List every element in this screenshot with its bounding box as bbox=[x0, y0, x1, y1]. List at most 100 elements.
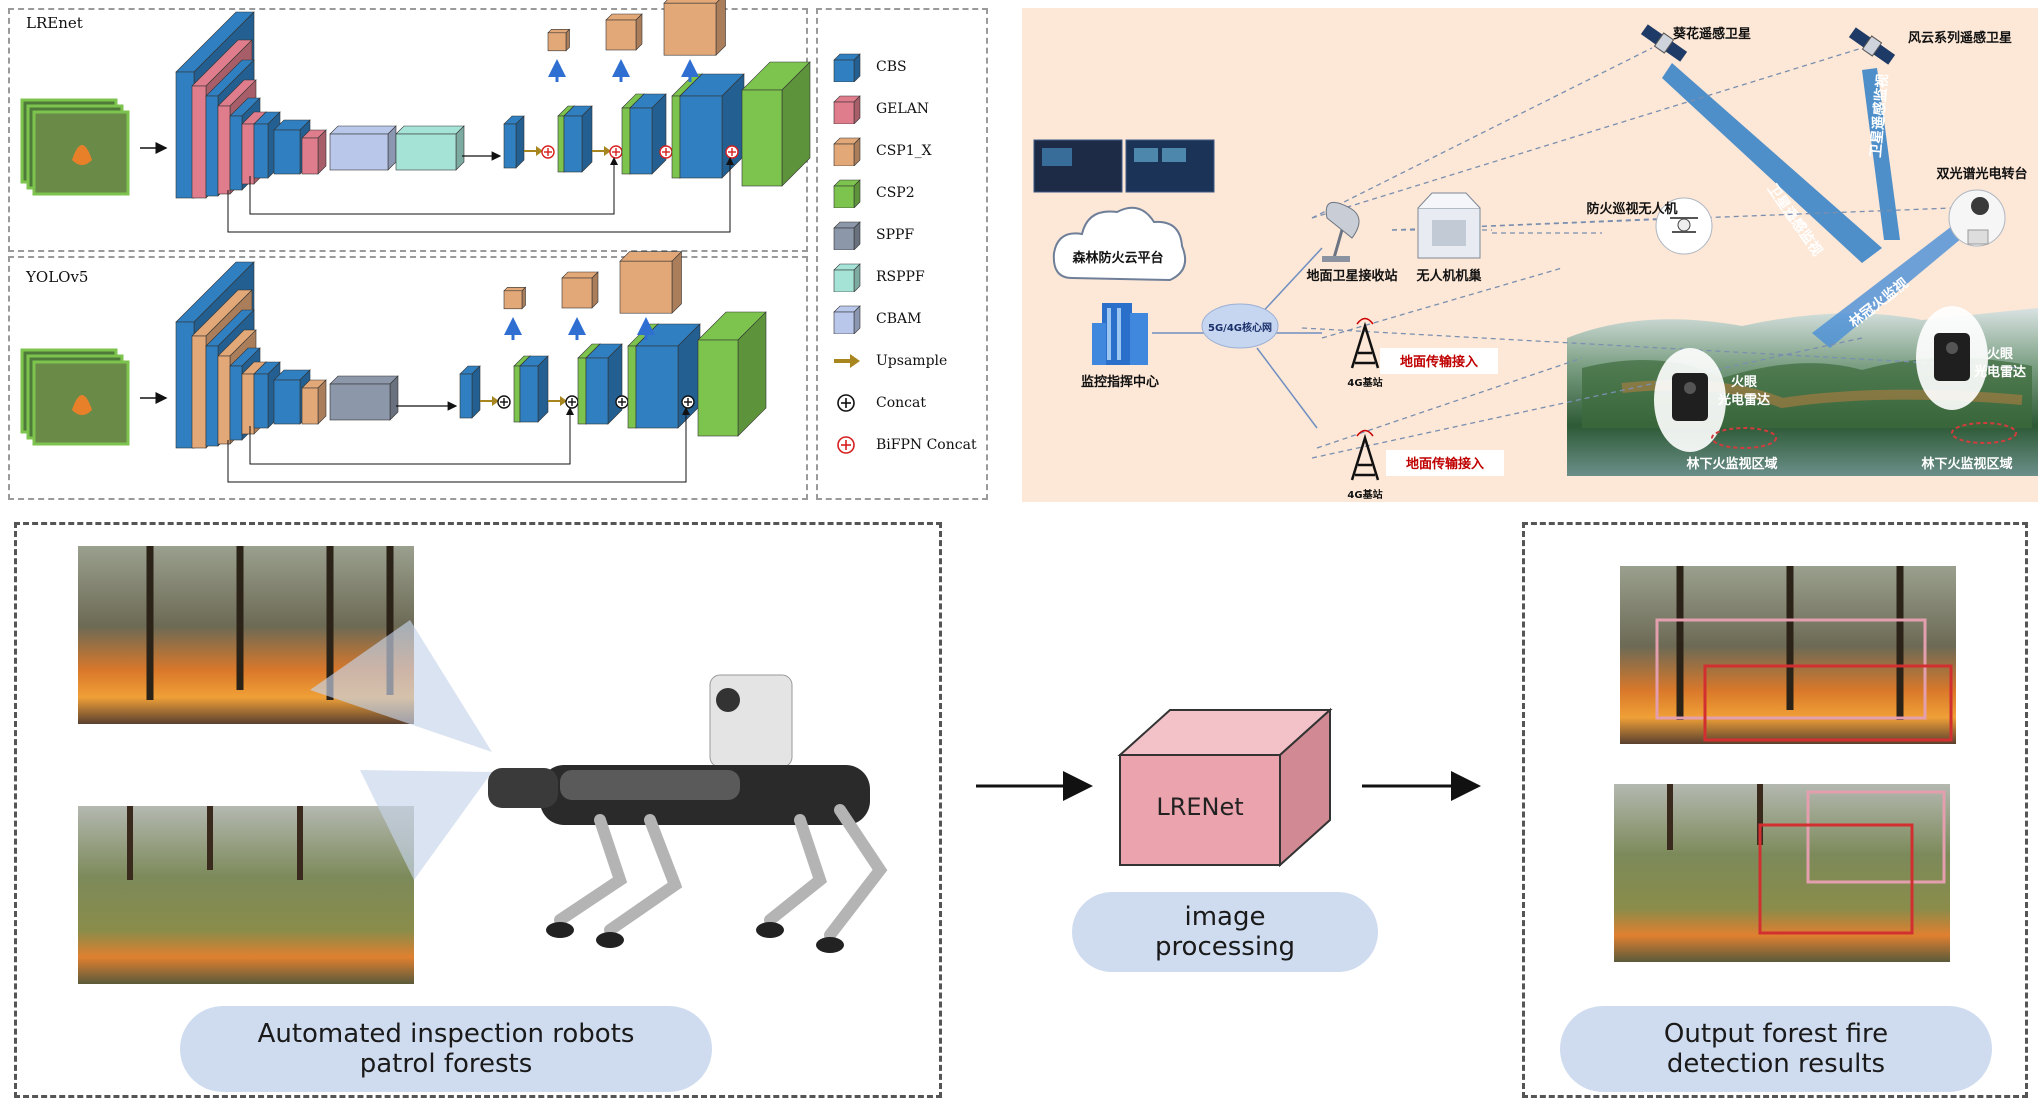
legend-label: BiFPN Concat bbox=[876, 437, 977, 453]
concat-3 bbox=[681, 395, 695, 409]
robot-caption-text: Automated inspection robots patrol fores… bbox=[257, 1019, 635, 1079]
output-caption: Output forest fire detection results bbox=[1560, 1006, 1992, 1092]
legend-item-csp1-x: CSP1_X bbox=[830, 136, 932, 166]
base-station-2-icon bbox=[1350, 429, 1380, 481]
concat-1 bbox=[565, 395, 579, 409]
upsample-icon bbox=[834, 354, 860, 368]
robot-caption: Automated inspection robots patrol fores… bbox=[180, 1006, 712, 1092]
sat-beam-2 bbox=[1862, 68, 1900, 240]
cloud-icon bbox=[1052, 206, 1186, 282]
link1-label: 地面传输接入 bbox=[1400, 354, 1478, 370]
block-csp1_x-8 bbox=[301, 379, 327, 425]
sat2-label: 风云系列遥感卫星 bbox=[1908, 30, 2012, 46]
zone2-label: 林下火监视区域 bbox=[1921, 456, 2012, 472]
radar2-label-l2: 光电雷达 bbox=[1973, 364, 2026, 380]
detect-head-2 bbox=[619, 250, 683, 314]
input-image-stack bbox=[20, 98, 130, 196]
process-caption: image processing bbox=[1072, 892, 1378, 972]
output-caption-text: Output forest fire detection results bbox=[1663, 1019, 1889, 1079]
upsample-arrow-0 bbox=[480, 396, 499, 406]
radar-2-icon bbox=[1934, 333, 1970, 381]
skip-connection-2 bbox=[227, 407, 690, 483]
detect-head-1 bbox=[561, 271, 599, 309]
base-station-1-icon bbox=[1350, 317, 1380, 369]
legend-panel bbox=[816, 8, 988, 500]
network-diagram: 卫星遥感监视 卫星遥感监视 林冠火监视 森林防火云平台 bbox=[1033, 24, 2038, 501]
concat-3 bbox=[725, 145, 739, 159]
block-sppf-9 bbox=[329, 375, 399, 421]
camera-label: 双光谱光电转台 bbox=[1936, 166, 2027, 182]
legend-swatch bbox=[833, 263, 861, 292]
legend-item-upsample: Upsample bbox=[830, 346, 947, 376]
zone1-label: 林下火监视区域 bbox=[1686, 456, 1777, 472]
legend-label: CSP2 bbox=[876, 185, 915, 201]
legend-swatch bbox=[833, 95, 861, 124]
radar-1-icon bbox=[1672, 373, 1708, 421]
legend-swatch bbox=[833, 179, 861, 208]
upsample-arrow-1 bbox=[548, 396, 567, 406]
legend-label: Concat bbox=[876, 395, 926, 411]
zone-1-marker bbox=[1711, 427, 1777, 449]
core-network-icon bbox=[1201, 303, 1279, 349]
radar2-label-l1: 火眼 bbox=[1987, 347, 2014, 362]
neck-cbs-1 bbox=[563, 105, 593, 173]
concat-icon bbox=[837, 394, 855, 412]
block-rsppf-10 bbox=[395, 125, 465, 171]
legend-item-cbs: CBS bbox=[830, 52, 907, 82]
screen-2 bbox=[1125, 139, 1215, 193]
yolov5-network bbox=[20, 250, 767, 483]
output-panel bbox=[1522, 522, 2028, 1098]
legend-swatch bbox=[833, 53, 861, 82]
legend-item-bifpn-concat: BiFPN Concat bbox=[830, 430, 977, 460]
concat-2 bbox=[659, 145, 673, 159]
camera-icon bbox=[1948, 189, 2006, 247]
concat-0 bbox=[497, 395, 511, 409]
legend-swatch bbox=[833, 305, 861, 334]
legend-label: SPPF bbox=[876, 227, 915, 243]
detect-head-2 bbox=[663, 0, 726, 56]
bs1-label: 4G基站 bbox=[1347, 376, 1382, 389]
skip-connection-1 bbox=[249, 407, 574, 465]
center-label: 监控指挥中心 bbox=[1081, 374, 1159, 390]
architecture-diagram bbox=[20, 0, 811, 483]
drone-nest-label: 无人机机巢 bbox=[1415, 268, 1482, 284]
legend-item-gelan: GELAN bbox=[830, 94, 929, 124]
legend-swatch bbox=[833, 137, 861, 166]
upsample-arrow-1 bbox=[592, 146, 611, 156]
lrenet-network bbox=[20, 0, 811, 233]
input-image-stack bbox=[20, 348, 130, 446]
detect-head-1 bbox=[605, 13, 643, 51]
neck-cbs-1 bbox=[519, 355, 549, 423]
link1-box bbox=[1380, 348, 1498, 374]
zone-2-marker bbox=[1951, 422, 2017, 444]
ground-station-label: 地面卫星接收站 bbox=[1306, 268, 1397, 284]
legend-item-rsppf: RSPPF bbox=[830, 262, 925, 292]
concat-1 bbox=[609, 145, 623, 159]
upsample-arrow-0 bbox=[524, 146, 543, 156]
radar1-label-l2: 光电雷达 bbox=[1717, 392, 1770, 408]
yolov5-title: YOLOv5 bbox=[26, 268, 89, 286]
neck-csp2-3 bbox=[697, 311, 767, 437]
legend-item-cbam: CBAM bbox=[830, 304, 921, 334]
network-panel: 卫星遥感监视 卫星遥感监视 林冠火监视 森林防火云平台 bbox=[1022, 8, 2038, 502]
legend-label: CBAM bbox=[876, 311, 922, 327]
robot-panel bbox=[14, 522, 942, 1098]
canopy-beam bbox=[1812, 226, 1962, 348]
neck-cbs-2 bbox=[585, 343, 623, 425]
legend-label: CBS bbox=[876, 59, 907, 75]
neck-cbs-0 bbox=[503, 115, 525, 169]
lrenet-title: LREnet bbox=[26, 14, 83, 32]
drone-nest-icon bbox=[1417, 192, 1481, 259]
satellite-2-icon bbox=[1848, 27, 1896, 65]
link2-label: 地面传输接入 bbox=[1406, 456, 1484, 472]
skip-connection-2 bbox=[227, 157, 734, 233]
radar1-label-l1: 火眼 bbox=[1731, 375, 1758, 390]
core-label: 5G/4G核心网 bbox=[1208, 321, 1272, 334]
cloud-label: 森林防火云平台 bbox=[1072, 250, 1163, 266]
lrenet-cube bbox=[1117, 707, 1333, 868]
neck-cbs-0 bbox=[459, 365, 481, 419]
satellite-1-icon bbox=[1640, 24, 1688, 62]
building-icon bbox=[1092, 303, 1148, 365]
concat-0 bbox=[541, 145, 555, 159]
ground-station-icon bbox=[1322, 201, 1360, 262]
